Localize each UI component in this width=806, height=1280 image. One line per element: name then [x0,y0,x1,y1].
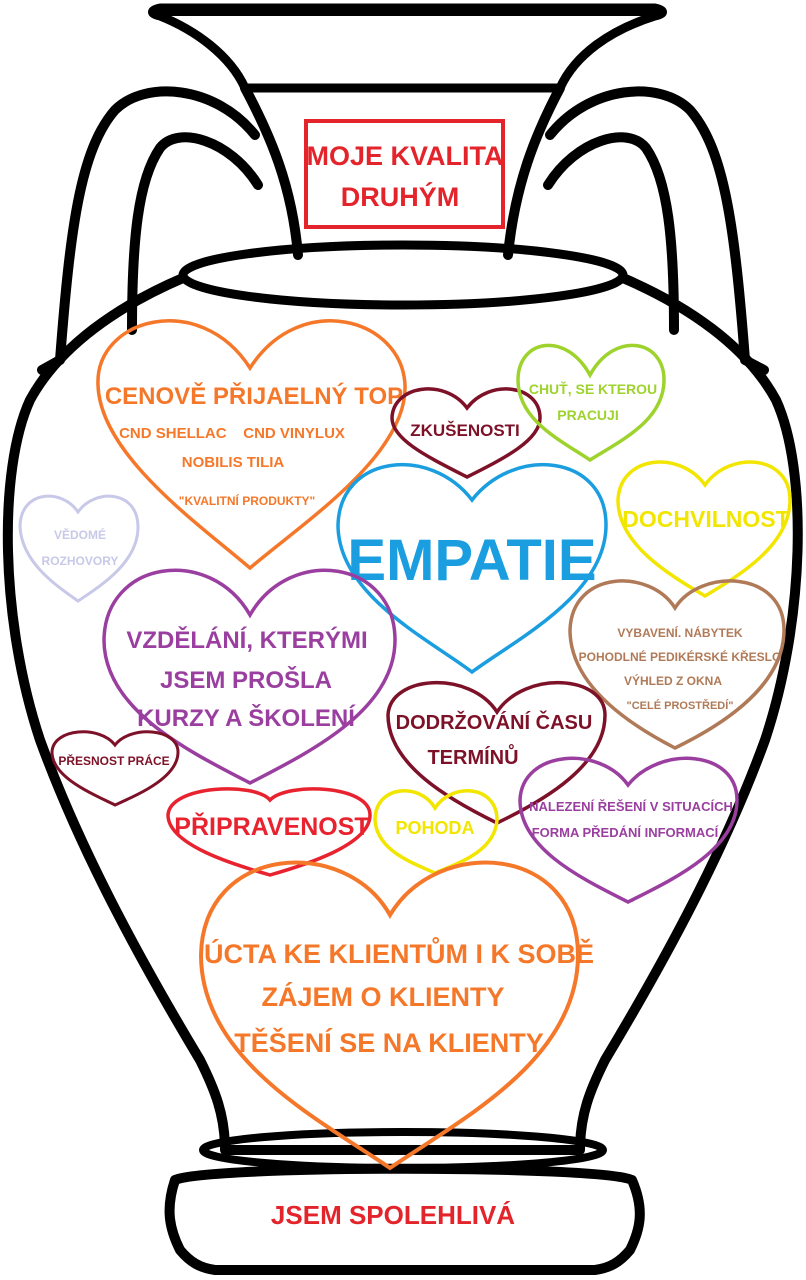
heart-icon [166,787,372,877]
heart-ucta-line-1: ÚCTA KE KLIENTŮM I K SOBĚ [204,936,594,969]
heart-vzdelani-line-2: JSEM PROŠLA [160,666,332,694]
vase-shoulder-ring [178,240,628,310]
heart-pohoda-line-1: POHODA [395,818,474,838]
heart-vybaveni-line-1: VYBAVENÍ. NÁBYTEK [617,625,742,640]
heart-nalezeni: NALEZENÍ ŘEŠENÍ V SITUACÍCH FORMA PŘEDÁN… [518,756,739,904]
footer-label: JSEM SPOLEHLIVÁ [271,1200,515,1230]
heart-icon [96,319,407,571]
title-line-1: MOJE KVALITA [306,141,503,171]
heart-vedome-line-1: VĚDOMÉ [54,527,106,542]
heart-presnost: PŘESNOST PRÁCE [50,730,180,807]
title-box [304,119,505,229]
heart-zkusenosti-line-1: ZKUŠENOSTI [410,421,520,440]
heart-empatie-line-1: EMPATIE [347,528,596,593]
heart-dochvilnost-line-1: DOCHVILNOST [622,506,789,532]
title-line-2: DRUHÝM [341,181,460,212]
heart-presnost-line-1: PŘESNOST PRÁCE [58,753,169,768]
heart-pripravenost-line-1: PŘIPRAVENOST [174,811,369,841]
vase-neck-right [503,83,565,260]
heart-cenove-line-2: CND SHELLAC CND VINYLUX [119,425,345,442]
heart-icon [568,579,786,750]
heart-icon [198,860,581,1171]
heart-ucta-line-3: TĚŠENÍ SE NA KLIENTY [234,1027,544,1058]
heart-cenove-line-3: NOBILIS TILIA [182,454,285,471]
heart-vzdelani: VZDĚLÁNÍ, KTERÝMI JSEM PROŠLA KURZY A ŠK… [102,568,397,785]
heart-vedome: VĚDOMÉ ROZHOVORY [18,494,140,603]
heart-icon [102,568,397,785]
heart-icon [390,387,542,479]
heart-cenove: CENOVĚ PŘIJAELNÝ TOP CND SHELLAC CND VIN… [96,319,407,571]
heart-chut: CHUŤ, SE KTEROU PRACUJI [516,343,666,463]
heart-vybaveni: VYBAVENÍ. NÁBYTEK POHODLNÉ PEDIKÉRSKÉ KŘ… [568,579,786,750]
heart-nalezeni-line-2: FORMA PŘEDÁNÍ INFORMACÍ [532,825,719,840]
heart-icon [518,756,739,904]
heart-vybaveni-line-2: POHODLNÉ PEDIKÉRSKÉ KŘESLO [579,649,782,664]
vase-rim [148,3,667,93]
vase-handle-right [543,86,769,375]
heart-chut-line-2: PRACUJI [557,407,618,423]
heart-nalezeni-line-1: NALEZENÍ ŘEŠENÍ V SITUACÍCH [529,799,733,814]
heart-ucta-line-2: ZÁJEM O KLIENTY [261,981,504,1012]
vase-neck-left [240,83,303,260]
heart-vzdelani-line-1: VZDĚLÁNÍ, KTERÝMI [126,626,367,654]
heart-pripravenost: PŘIPRAVENOST [166,787,372,877]
heart-icon [336,462,608,675]
heart-dodrzovani-line-1: DODRŽOVÁNÍ ČASU [396,710,593,734]
heart-dodrzovani-line-2: TERMÍNŮ [427,743,518,769]
heart-icon [616,460,792,599]
vase-outline [2,3,803,1275]
heart-empatie: EMPATIE [336,462,608,675]
heart-cenove-line-4: "KVALITNÍ PRODUKTY" [179,493,316,508]
heart-vzdelani-line-3: KURZY A ŠKOLENÍ [137,704,356,732]
vase-handle-left [37,86,263,375]
heart-ucta: ÚCTA KE KLIENTŮM I K SOBĚ ZÁJEM O KLIENT… [198,860,594,1171]
heart-icon [516,343,666,463]
heart-chut-line-1: CHUŤ, SE KTEROU [529,380,657,397]
vase-foot [164,1163,645,1275]
heart-zkusenosti: ZKUŠENOSTI [390,387,542,479]
heart-vedome-line-2: ROZHOVORY [42,554,119,568]
heart-icon [18,494,140,603]
vase-body [2,273,803,1155]
heart-cenove-line-1: CENOVĚ PŘIJAELNÝ TOP [105,382,403,410]
heart-dochvilnost: DOCHVILNOST [616,460,792,599]
heart-icon [50,730,180,807]
heart-vybaveni-line-4: "CELÉ PROSTŘEDÍ" [627,699,734,712]
heart-vybaveni-line-3: VÝHLED Z OKNA [624,673,722,688]
